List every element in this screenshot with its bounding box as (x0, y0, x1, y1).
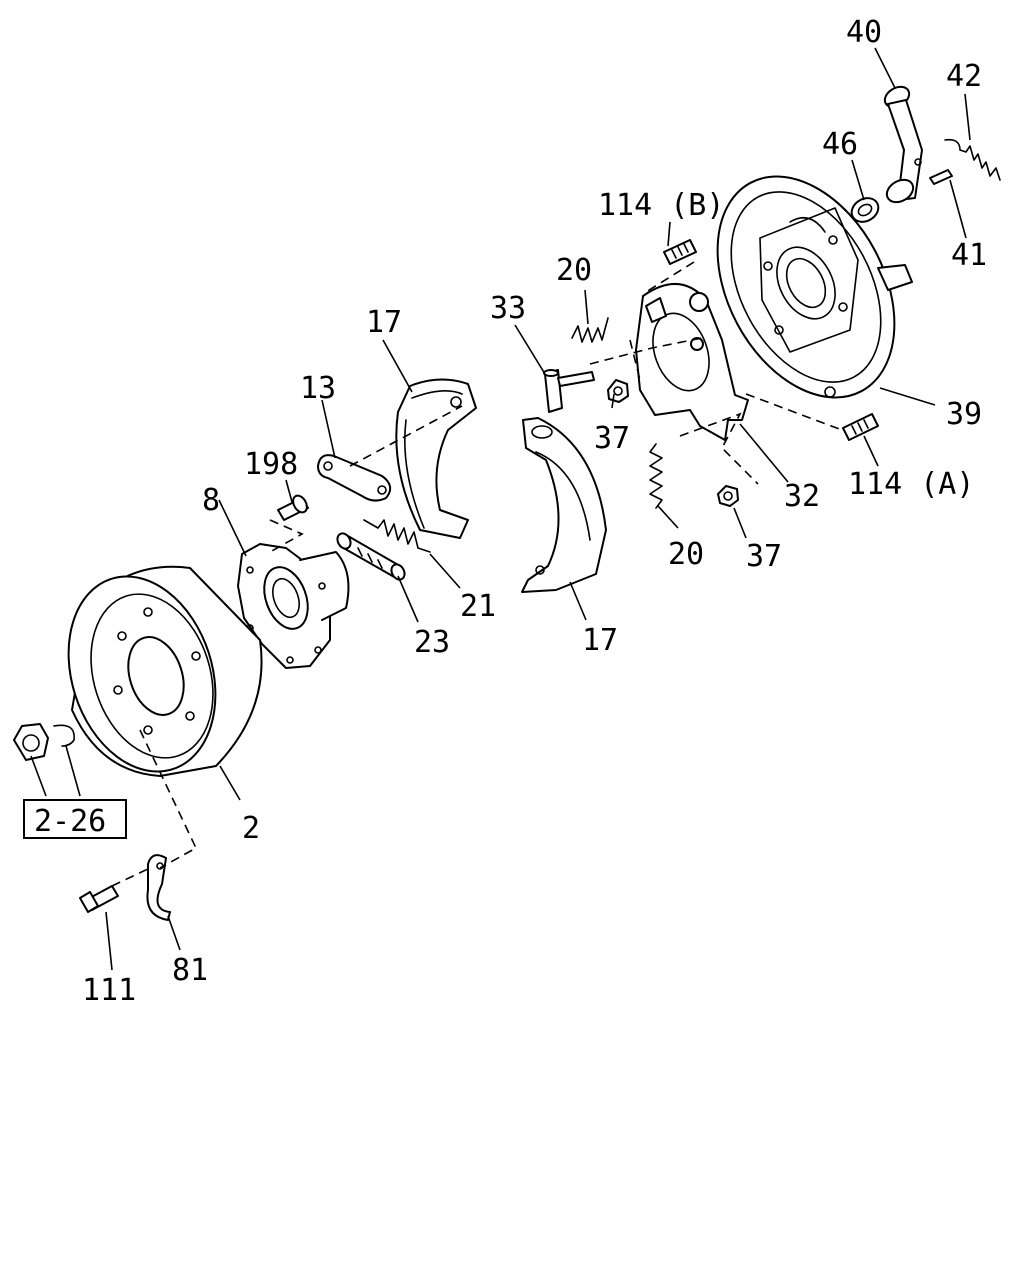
stud-114b (663, 239, 697, 265)
callout-20-bottom: 20 (668, 537, 704, 572)
bolt-111 (79, 885, 119, 913)
stud-114a (842, 413, 879, 441)
callout-81: 81 (172, 953, 208, 988)
assembly-lines (111, 261, 843, 887)
return-spring (944, 138, 1001, 181)
brake-shoe-upper (395, 378, 477, 539)
brake-shoe-lower (521, 417, 607, 593)
callout-21: 21 (460, 589, 496, 624)
callout-8: 8 (202, 483, 220, 518)
leader-lines (30, 47, 971, 971)
spring-20-bottom (649, 443, 663, 509)
reference-box: 2-26 (23, 799, 127, 839)
anchor-plate (635, 282, 749, 441)
callout-114a: 114 (A) (848, 467, 974, 502)
backing-plate (716, 175, 913, 399)
parking-lever (883, 85, 923, 204)
callout-114b: 114 (B) (598, 188, 724, 223)
spring-20-top (571, 317, 609, 343)
callout-41: 41 (951, 238, 987, 273)
washer (850, 197, 880, 223)
callout-40: 40 (846, 15, 882, 50)
flange-hub (237, 543, 350, 669)
callout-32: 32 (784, 479, 820, 514)
callout-2: 2 (242, 811, 260, 846)
nut-37-left (607, 379, 629, 403)
clip-81 (146, 854, 171, 921)
adjuster-pin (543, 369, 595, 413)
callout-labels: 40 42 46 41 114 (B) 20 33 17 13 39 37 11… (82, 15, 987, 1008)
callout-46: 46 (822, 127, 858, 162)
lever-pin (929, 169, 953, 185)
adjuster-screw (336, 532, 406, 581)
brake-drum (67, 565, 263, 777)
callout-17-bottom: 17 (582, 623, 618, 658)
reference-box-label: 2-26 (34, 804, 106, 839)
callout-37-left: 37 (594, 421, 630, 456)
callout-23: 23 (414, 625, 450, 660)
callout-17-top: 17 (366, 305, 402, 340)
hub-nut (13, 723, 75, 761)
callout-33: 33 (490, 291, 526, 326)
spring-21 (363, 519, 431, 553)
callout-42: 42 (946, 59, 982, 94)
callout-20-top: 20 (556, 253, 592, 288)
callout-37-right: 37 (746, 539, 782, 574)
callout-111: 111 (82, 973, 136, 1008)
link-plate (317, 454, 392, 502)
callout-39: 39 (946, 397, 982, 432)
bolt-198 (277, 494, 309, 521)
callout-198: 198 (244, 447, 298, 482)
callout-13: 13 (300, 371, 336, 406)
nut-37-right (717, 485, 739, 507)
